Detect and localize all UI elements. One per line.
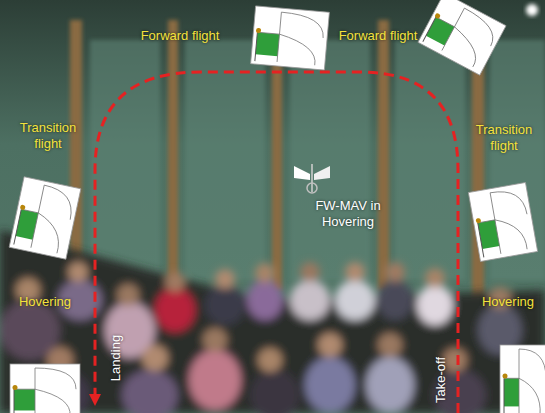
path-label: Landing (108, 323, 124, 393)
phase-label: Hovering (5, 294, 85, 310)
phase-label: Forward flight (140, 28, 220, 44)
mav-sketches (9, 0, 545, 413)
mav-sketch-card (468, 182, 537, 261)
mav-sketch-card (10, 364, 80, 413)
mav-sketch-card (9, 177, 81, 259)
mav-sketch-card (418, 0, 506, 75)
fw-mav-photo (294, 164, 330, 193)
phase-label: Hovering (473, 294, 543, 310)
phase-label: Forward flight (338, 28, 418, 44)
mav-sketch-card (500, 345, 545, 413)
ceiling-light (526, 4, 538, 16)
flight-path (95, 72, 458, 413)
audience (0, 230, 545, 413)
mav-caption: FW-MAV in Hovering (298, 198, 398, 230)
mav-sketch-card (251, 6, 330, 70)
phase-label: Transition flight (464, 122, 544, 154)
path-label: Take-off (433, 345, 449, 413)
phase-label: Transition flight (6, 120, 90, 152)
